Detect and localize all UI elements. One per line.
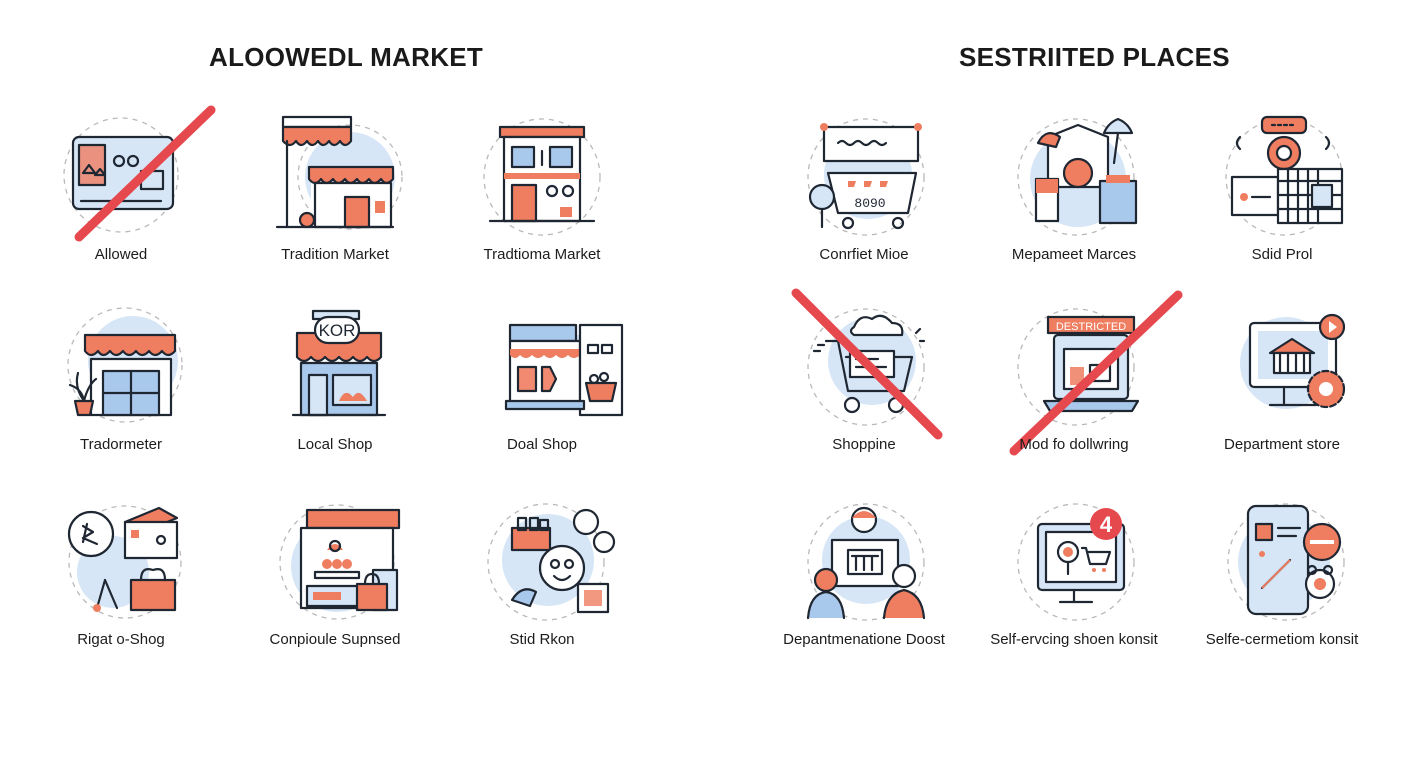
local-shop-sign-icon: KOR — [291, 309, 387, 417]
allowed-item: Rigat o-Shog — [36, 500, 206, 690]
allowed-item: KOR Local Shop — [250, 305, 420, 495]
restricted-item: Department store — [1197, 305, 1367, 495]
crossed-laptop-store-icon: DESTRICTED — [1009, 290, 1183, 456]
allowed-item: Allowed — [36, 105, 216, 305]
restricted-item: Shoppine — [779, 288, 949, 495]
restricted-sign-text: DESTRICTED — [1056, 321, 1126, 333]
crossed-storefront-window-icon — [63, 105, 216, 242]
shopping-cart-sign-icon: 8090 — [807, 118, 925, 236]
restricted-item-label: Depantmenatione Doost — [783, 631, 945, 648]
restricted-item-label: Department store — [1224, 436, 1340, 453]
market-stall-awning-icon — [275, 115, 403, 230]
allowed-item: Stid Rkon — [457, 500, 627, 690]
restricted-item-label: Conrfiet Mioe — [819, 246, 909, 263]
kiosk-screen-icon: 4 — [1017, 503, 1135, 621]
restricted-item-label: Self-ervcing shoen konsit — [990, 631, 1158, 648]
restricted-item-label: Mod fo dollwring — [1019, 436, 1129, 453]
restricted-item: DESTRICTED Mod fo dollwring — [989, 290, 1183, 495]
restricted-item-label: Mepameet Marces — [1011, 246, 1137, 263]
allowed-item-label: Conpioule Supnsed — [269, 631, 401, 648]
allowed-item-label: Rigat o-Shog — [77, 631, 165, 648]
shop-sign-text: KOR — [319, 321, 356, 340]
restricted-section-title: SESTRIITED PLACES — [959, 42, 1230, 72]
restricted-item: Depantmenatione Doost — [779, 500, 949, 690]
restricted-item: Mepameet Marces — [989, 115, 1159, 305]
two-story-shop-icon — [483, 118, 601, 236]
allowed-item: Conpioule Supnsed — [250, 500, 420, 690]
deli-counter-icon — [504, 323, 624, 417]
shoppers-screen-icon — [806, 503, 926, 621]
allowed-item-label: Tradition Market — [281, 246, 389, 263]
restricted-item-label: Sdid Prol — [1251, 246, 1313, 263]
chef-market-icon — [487, 503, 616, 621]
allowed-item: Doal Shop — [457, 305, 627, 495]
restricted-item: Selfe-cermetiom konsit — [1197, 500, 1367, 690]
allowed-item-label: Allowed — [94, 246, 148, 263]
allowed-item: Tradtioma Market — [457, 115, 627, 305]
monitor-store-icon — [1240, 313, 1346, 409]
pos-terminal-icon — [1225, 115, 1344, 236]
allowed-section-title: ALOOWEDL MARKET — [209, 42, 484, 72]
allowed-item: Tradition Market — [250, 115, 420, 305]
shopping-bags-icon — [67, 505, 182, 619]
notification-badge: 4 — [1100, 512, 1113, 537]
restricted-item-label: Shoppine — [832, 436, 896, 453]
restricted-item-label: Selfe-cermetiom konsit — [1205, 631, 1359, 648]
mall-products-icon — [1017, 117, 1138, 236]
convenience-store-icon — [279, 504, 401, 620]
restricted-item: 8090 Conrfiet Mioe — [779, 115, 949, 305]
shop-with-plant-icon — [67, 307, 183, 423]
restricted-item: Sdid Prol — [1197, 115, 1367, 305]
tablet-tools-icon — [1227, 503, 1345, 621]
allowed-item-label: Local Shop — [297, 436, 373, 453]
allowed-item-label: Stid Rkon — [509, 631, 575, 648]
allowed-item-label: Tradtioma Market — [483, 246, 601, 263]
allowed-item-label: Tradormeter — [80, 436, 162, 453]
crossed-cart-icon — [791, 288, 943, 440]
allowed-item: Tradormeter — [36, 305, 206, 495]
svg-text:8090: 8090 — [854, 196, 885, 211]
restricted-item: 4 Self-ervcing shoen konsit — [989, 500, 1159, 690]
allowed-item-label: Doal Shop — [506, 436, 578, 453]
